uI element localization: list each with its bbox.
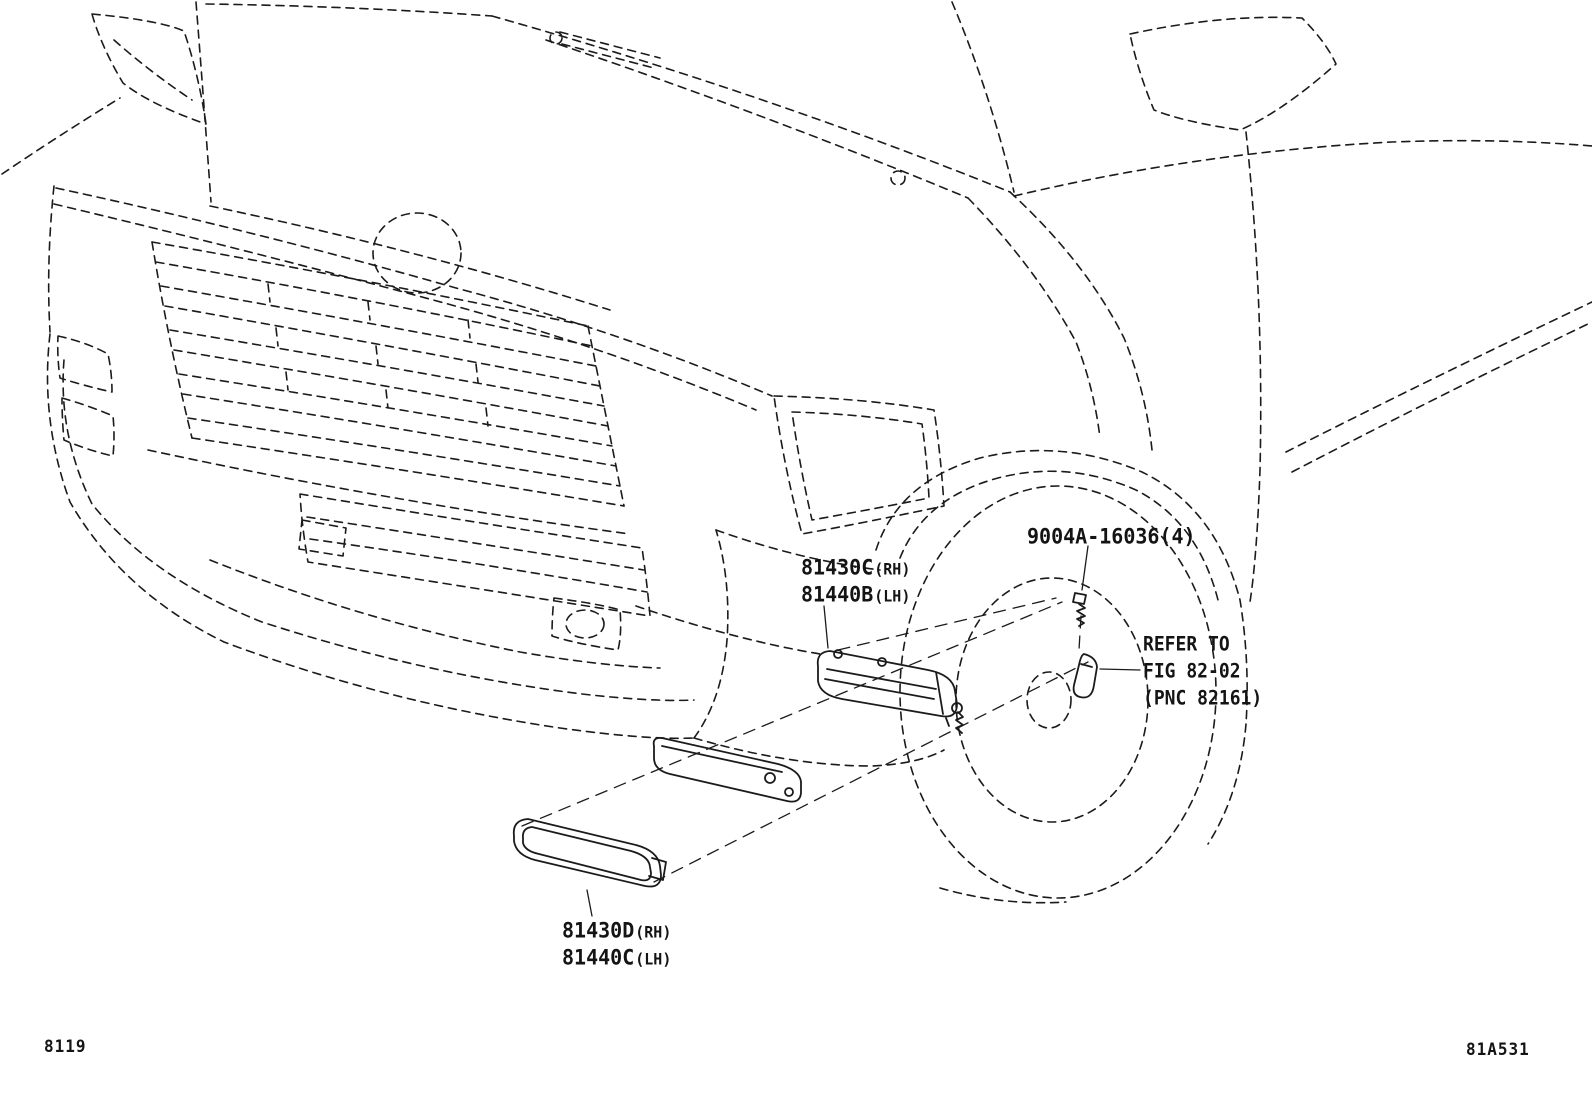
door-glass — [1129, 16, 1337, 131]
callout-upper-lamp: 81430C(RH) 81440B(LH) — [801, 554, 910, 608]
side-marker-lamp-upper — [816, 649, 964, 734]
vehicle-outline — [1, 1, 1592, 904]
part-number-lower-lh: 81440C — [562, 944, 635, 970]
bumper-bracket — [652, 737, 802, 803]
callout-upper-lamp-rh: 81430C(RH) — [801, 554, 910, 581]
callout-lower-lamp-lh: 81440C(LH) — [562, 944, 671, 971]
assembly-projection-lines — [521, 597, 1089, 883]
corner-lamp-lower — [61, 397, 115, 457]
part-number-screw: 9004A-16036(4) — [1027, 523, 1196, 549]
callout-upper-lamp-lh: 81440B(LH) — [801, 581, 910, 608]
part-number-lower-rh: 81430D — [562, 917, 635, 943]
refer-note-line1: REFER TO — [1143, 633, 1230, 656]
fog-lamp — [565, 609, 605, 639]
callout-refer-note: REFER TO FIG 82-02 (PNC 82161) — [1143, 631, 1262, 712]
leader-lines — [586, 545, 1141, 917]
callout-lower-lamp: 81430D(RH) 81440C(LH) — [562, 917, 671, 971]
leader-lower-lamp — [586, 889, 593, 917]
leader-upper-lamp — [823, 605, 829, 649]
parts — [512, 592, 1098, 888]
part-side-upper-lh: (LH) — [874, 586, 911, 606]
front-bumper — [46, 333, 945, 767]
figure-code: 81A531 — [1466, 1039, 1530, 1060]
mounting-screw — [1072, 592, 1087, 627]
corner-glass — [91, 13, 207, 125]
part-side-lower-rh: (RH) — [635, 922, 672, 942]
leader-screw — [1081, 545, 1089, 591]
refer-note-line3: (PNC 82161) — [1143, 687, 1263, 710]
page-code: 8119 — [44, 1036, 87, 1057]
callout-screw: 9004A-16036(4) — [1027, 523, 1196, 549]
refer-note-line2: FIG 82-02 — [1143, 660, 1241, 683]
part-side-upper-rh: (RH) — [874, 559, 911, 579]
windshield-base — [491, 15, 1011, 193]
leader-clip — [1099, 668, 1141, 671]
callout-lower-lamp-rh: 81430D(RH) — [562, 917, 671, 944]
wheel-hub — [1026, 671, 1072, 729]
lamp-stud — [955, 711, 964, 734]
wiper-blade — [559, 31, 661, 59]
part-number-upper-rh: 81430C — [801, 554, 874, 580]
side-marker-lamp-lower — [512, 818, 667, 888]
part-number-upper-lh: 81440B — [801, 581, 874, 607]
headlamp — [773, 395, 945, 535]
hood-edge — [55, 187, 773, 397]
front-grille — [151, 241, 625, 507]
corner-lamp-upper — [56, 335, 113, 393]
retainer-clip — [1072, 653, 1098, 699]
part-side-lower-lh: (LH) — [635, 949, 672, 969]
brand-emblem — [372, 212, 462, 294]
